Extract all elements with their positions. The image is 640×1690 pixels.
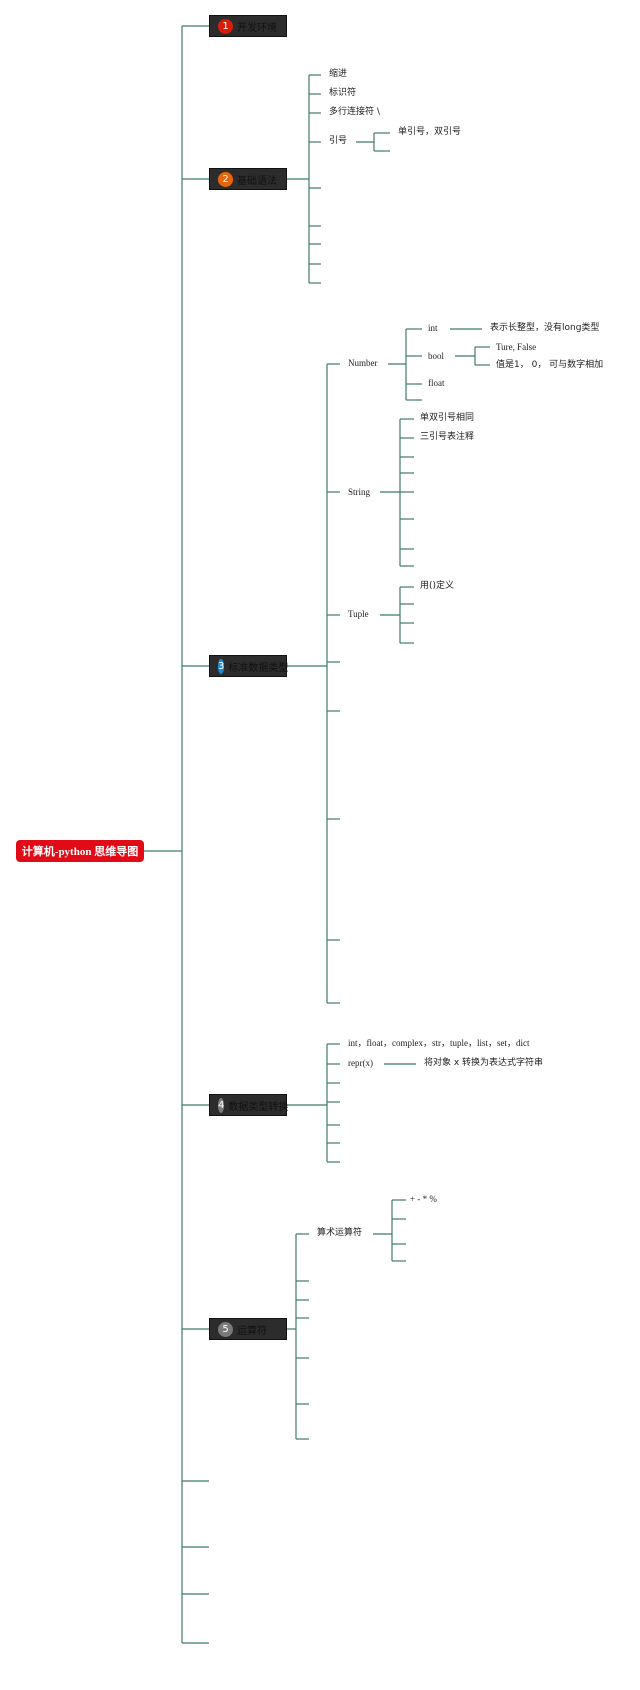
topic-label: 标准数据类型 bbox=[228, 662, 289, 674]
node-string-child-2[interactable]: 三引号表注释 bbox=[420, 432, 475, 442]
topic-number-badge: 2 bbox=[218, 171, 233, 187]
node-bool-values[interactable]: Ture, False bbox=[496, 342, 537, 352]
root-node[interactable]: 计算机-python 思维导图 bbox=[16, 840, 144, 862]
topic-number-badge: 1 bbox=[218, 18, 233, 34]
node-repr[interactable]: repr(x) bbox=[348, 1058, 373, 1068]
node-int[interactable]: int bbox=[428, 323, 438, 333]
root-label: 计算机-python 思维导图 bbox=[21, 846, 139, 858]
node-bool[interactable]: bool bbox=[428, 351, 445, 361]
topic-number-badge: 3 bbox=[218, 658, 225, 674]
topic-label: 基础语法 bbox=[237, 175, 277, 187]
topic-operators[interactable]: 5 运算符 bbox=[209, 1318, 287, 1340]
node-tuple[interactable]: Tuple bbox=[348, 609, 369, 619]
topic-dev-env[interactable]: 1 开发环境 bbox=[209, 15, 287, 37]
node-identifier[interactable]: 标识符 bbox=[329, 88, 357, 98]
node-float[interactable]: float bbox=[428, 378, 445, 388]
node-int-note[interactable]: 表示长整型，没有long类型 bbox=[490, 323, 600, 333]
node-repr-note[interactable]: 将对象 x 转换为表达式字符串 bbox=[424, 1058, 544, 1068]
node-quote-child[interactable]: 单引号，双引号 bbox=[398, 127, 462, 137]
node-arithmetic[interactable]: 算术运算符 bbox=[317, 1228, 363, 1238]
topic-standard-types[interactable]: 3 标准数据类型 bbox=[209, 655, 289, 677]
node-indent[interactable]: 缩进 bbox=[329, 69, 348, 79]
node-multiline[interactable]: 多行连接符 \ bbox=[329, 107, 380, 117]
node-quote[interactable]: 引号 bbox=[329, 136, 348, 146]
node-type-list[interactable]: int，float，complex，str，tuple，list，set，dic… bbox=[348, 1038, 530, 1048]
node-tuple-child-1[interactable]: 用()定义 bbox=[420, 581, 455, 591]
topic-label: 运算符 bbox=[237, 1325, 267, 1337]
node-string[interactable]: String bbox=[348, 487, 371, 497]
topic-type-conversion[interactable]: 4 数据类型转换 bbox=[209, 1094, 289, 1116]
node-string-child-1[interactable]: 单双引号相同 bbox=[420, 413, 475, 423]
node-bool-note[interactable]: 值是1， 0， 可与数字相加 bbox=[496, 360, 604, 370]
topic-label: 开发环境 bbox=[237, 22, 277, 34]
topic-number-badge: 5 bbox=[218, 1321, 233, 1337]
node-arith-ops[interactable]: + - * % bbox=[410, 1194, 437, 1204]
node-number[interactable]: Number bbox=[348, 358, 378, 368]
topic-number-badge: 4 bbox=[218, 1097, 225, 1113]
topic-label: 数据类型转换 bbox=[228, 1101, 289, 1113]
topic-basic-syntax[interactable]: 2 基础语法 bbox=[209, 168, 287, 190]
